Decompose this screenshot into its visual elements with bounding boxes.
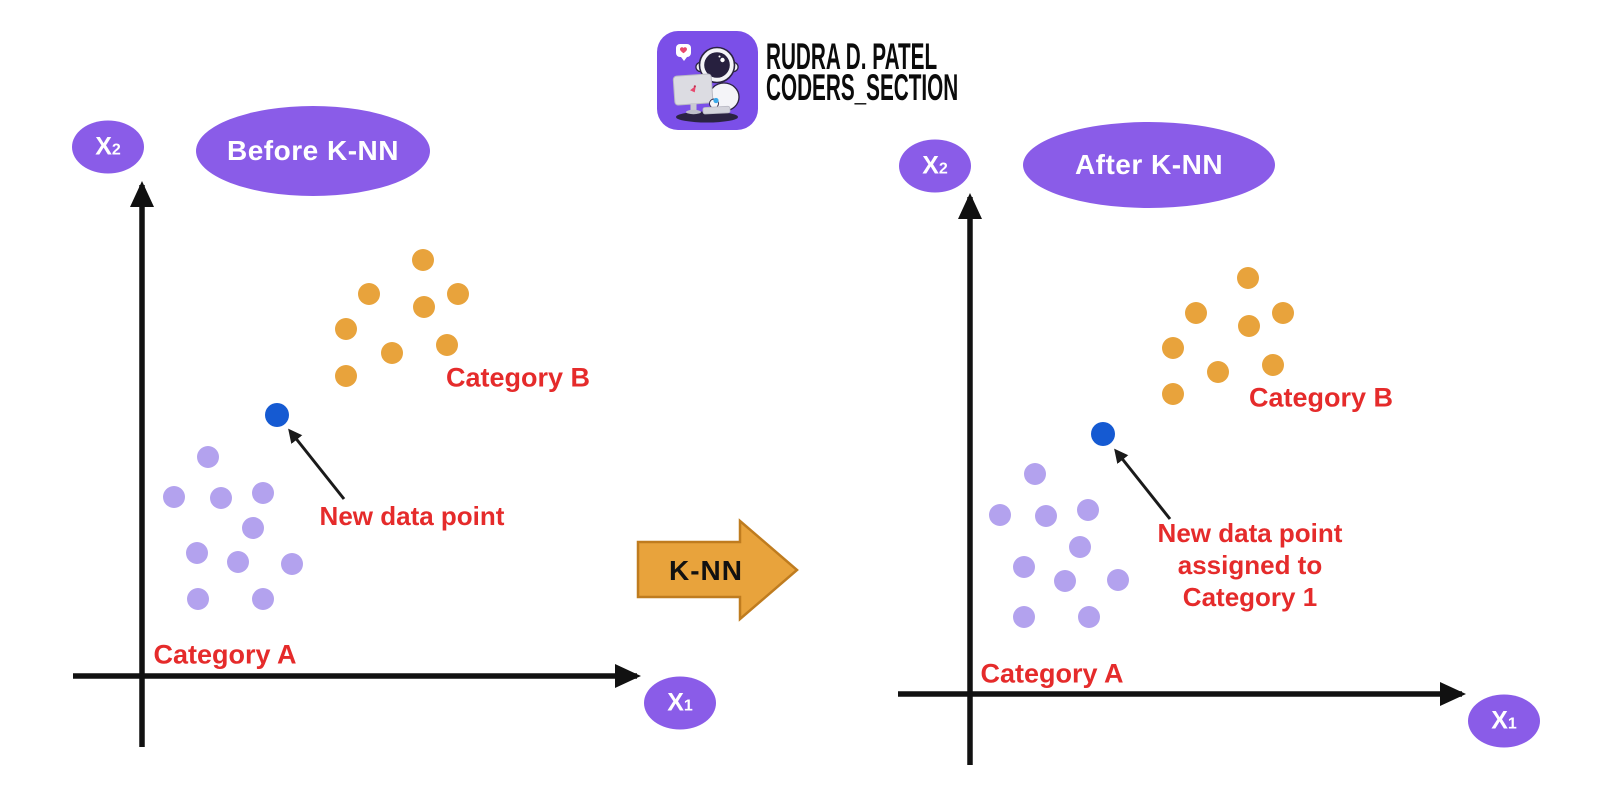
left-chart-title: Before K-NN [196, 106, 430, 196]
data-point [1107, 569, 1129, 591]
knn-arrow-label: K-NN [669, 555, 743, 586]
data-point [1207, 361, 1229, 383]
data-point [227, 551, 249, 573]
data-point [1078, 606, 1100, 628]
knn-arrow-shape [636, 518, 799, 622]
data-point [358, 283, 380, 305]
data-point [1238, 315, 1260, 337]
data-point [252, 588, 274, 610]
data-point [436, 334, 458, 356]
data-point [1054, 570, 1076, 592]
astronaut-coder-icon [657, 31, 758, 130]
data-point [335, 318, 357, 340]
data-point [1237, 267, 1259, 289]
brand-text: RUDRA D. PATEL CODERS_SECTION [766, 36, 959, 108]
annotation-arrow [1114, 448, 1172, 520]
left-category-a-label: Category A [153, 639, 297, 670]
brand-logo [657, 31, 758, 130]
data-point [335, 365, 357, 387]
data-point [186, 542, 208, 564]
left-new-point-label: New data point [319, 501, 505, 531]
annotation-arrows-layer [288, 428, 1172, 520]
data-point [1162, 383, 1184, 405]
scatter-points-layer [163, 249, 1294, 628]
data-point [1013, 556, 1035, 578]
data-point [1091, 422, 1115, 446]
annotation-arrow [288, 428, 346, 500]
data-point [1077, 499, 1099, 521]
data-point [989, 504, 1011, 526]
data-point [1162, 337, 1184, 359]
data-point [1185, 302, 1207, 324]
data-point [210, 487, 232, 509]
right-category-b-label: Category B [1248, 382, 1394, 413]
right-new-point-label: New data point assigned to Category 1 [1157, 518, 1343, 612]
data-point [1262, 354, 1284, 376]
data-point [265, 403, 289, 427]
data-point [242, 517, 264, 539]
data-point [252, 482, 274, 504]
brand-line2: CODERS_SECTION [766, 67, 959, 108]
data-point [281, 553, 303, 575]
brand-line1: RUDRA D. PATEL [766, 36, 938, 77]
data-point [381, 342, 403, 364]
axes-layer [73, 181, 1466, 765]
right-category-a-label: Category A [980, 658, 1124, 689]
data-point [412, 249, 434, 271]
data-point [187, 588, 209, 610]
data-point [447, 283, 469, 305]
data-point [197, 446, 219, 468]
data-point [1024, 463, 1046, 485]
left-category-b-label: Category B [445, 362, 591, 393]
data-point [1272, 302, 1294, 324]
data-point [163, 486, 185, 508]
data-point [1035, 505, 1057, 527]
data-point [1069, 536, 1091, 558]
data-point [413, 296, 435, 318]
data-point [1013, 606, 1035, 628]
right-chart-title: After K-NN [1023, 122, 1275, 208]
